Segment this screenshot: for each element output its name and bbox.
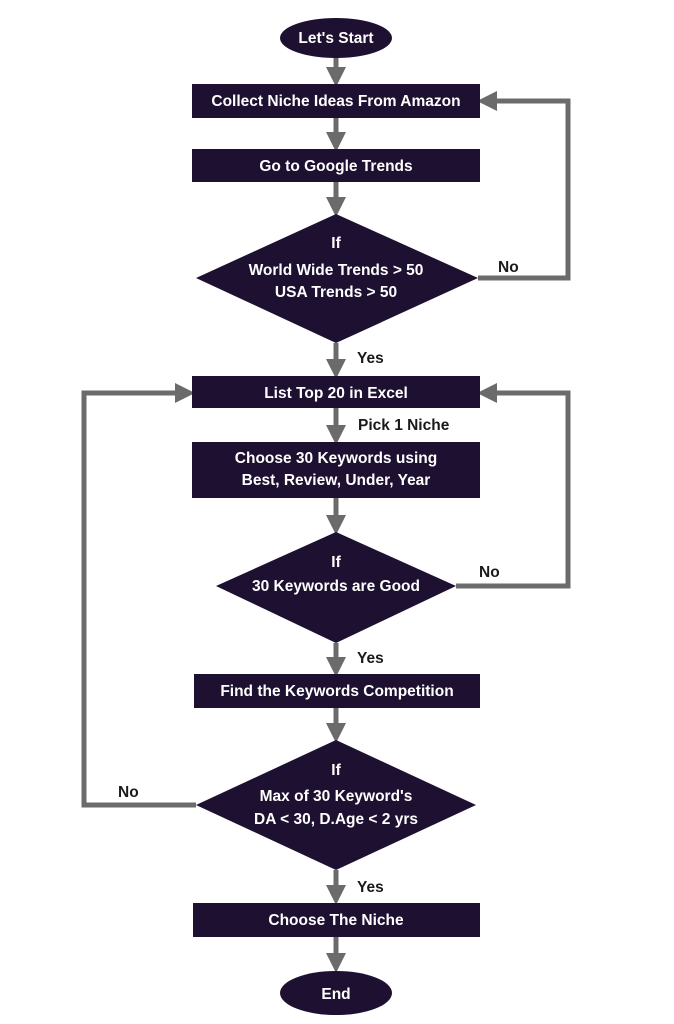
trends-yes-label: Yes xyxy=(357,350,384,367)
list-top-label: List Top 20 in Excel xyxy=(264,385,408,402)
start-label: Let's Start xyxy=(298,30,373,47)
start-node: Let's Start xyxy=(280,18,392,58)
keywords-decision-line-1: If xyxy=(331,554,341,571)
trends-no-label: No xyxy=(498,259,519,276)
pick-one-niche-label: Pick 1 Niche xyxy=(358,417,450,434)
find-competition-label: Find the Keywords Competition xyxy=(220,683,453,700)
choose-niche-label: Choose The Niche xyxy=(268,912,404,929)
connectors xyxy=(81,57,571,974)
competition-decision-line-2: Max of 30 Keyword's xyxy=(260,788,413,805)
competition-decision-line-1: If xyxy=(331,762,341,779)
keywords-yes-label: Yes xyxy=(357,650,384,667)
choose-niche-box: Choose The Niche xyxy=(193,903,480,937)
arrow-keywords-no-loop xyxy=(456,383,571,589)
arrow-trends-no-loop xyxy=(476,91,571,281)
google-trends-box: Go to Google Trends xyxy=(192,149,480,182)
trends-decision-line-2: World Wide Trends > 50 xyxy=(249,262,424,279)
google-trends-label: Go to Google Trends xyxy=(259,158,412,175)
keywords-no-label: No xyxy=(479,564,500,581)
keywords-decision-line-2: 30 Keywords are Good xyxy=(252,578,420,595)
collect-ideas-label: Collect Niche Ideas From Amazon xyxy=(211,93,460,110)
competition-decision: If Max of 30 Keyword's DA < 30, D.Age < … xyxy=(196,740,476,870)
arrow-competition-no-loop xyxy=(81,383,196,808)
trends-decision: If World Wide Trends > 50 USA Trends > 5… xyxy=(196,214,478,343)
competition-no-label: No xyxy=(118,784,139,801)
trends-decision-line-1: If xyxy=(331,235,341,252)
choose-keywords-line-1: Choose 30 Keywords using xyxy=(235,450,437,467)
end-label: End xyxy=(321,986,350,1003)
keywords-decision: If 30 Keywords are Good xyxy=(216,532,456,643)
end-node: End xyxy=(280,971,392,1015)
list-top-box: List Top 20 in Excel xyxy=(192,376,480,408)
trends-decision-line-3: USA Trends > 50 xyxy=(275,284,397,301)
find-competition-box: Find the Keywords Competition xyxy=(194,674,480,708)
choose-keywords-box: Choose 30 Keywords using Best, Review, U… xyxy=(192,442,480,498)
competition-decision-line-3: DA < 30, D.Age < 2 yrs xyxy=(254,811,418,828)
competition-yes-label: Yes xyxy=(357,879,384,896)
choose-keywords-line-2: Best, Review, Under, Year xyxy=(242,472,431,489)
collect-ideas-box: Collect Niche Ideas From Amazon xyxy=(192,84,480,118)
